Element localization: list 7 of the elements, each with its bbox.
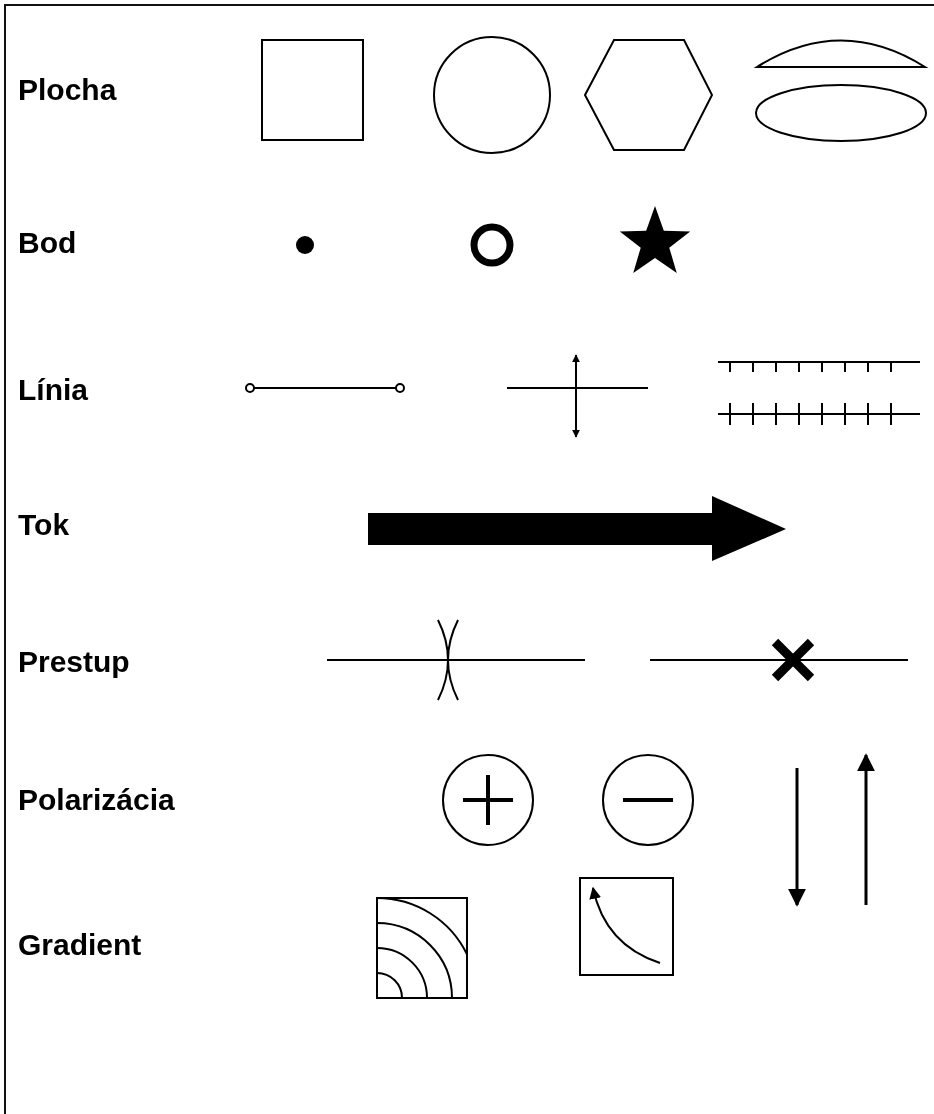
row-label: Bod xyxy=(18,226,77,260)
row-label: Prestup xyxy=(18,645,130,679)
row-label: Gradient xyxy=(18,928,142,962)
row-label: Polarizácia xyxy=(18,783,175,817)
row-label: Plocha xyxy=(18,73,117,107)
row-label: Tok xyxy=(18,508,70,542)
row-label: Línia xyxy=(18,373,88,407)
